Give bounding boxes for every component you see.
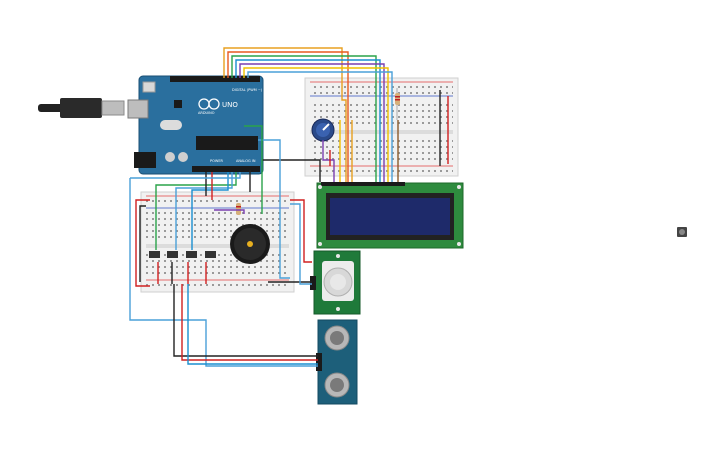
- pushbutton-row: [149, 251, 216, 258]
- arduino-brand-label: ARDUINO: [198, 111, 215, 115]
- power-jack: [134, 152, 156, 168]
- resistor-top[interactable]: [395, 88, 400, 120]
- analog-pins-label: ANALOG IN: [236, 159, 256, 163]
- arduino-model-label: UNO: [222, 101, 238, 109]
- pir-pin-header: [310, 276, 316, 290]
- crystal: [160, 120, 182, 130]
- usb-port: [127, 99, 149, 119]
- pushbutton-1[interactable]: [149, 251, 160, 258]
- digital-header: [170, 76, 260, 82]
- lcd-pin-header: [321, 182, 405, 186]
- capacitor-1: [165, 152, 175, 162]
- potentiometer-knob-icon[interactable]: [311, 118, 335, 142]
- pushbutton-3[interactable]: [186, 251, 197, 258]
- usb-plug-icon: [38, 98, 125, 118]
- smd-chip: [174, 100, 182, 108]
- wires-ultrasonic: [129, 178, 318, 367]
- wires-bottom-breadboard: [130, 125, 321, 287]
- power-analog-header: [192, 166, 260, 172]
- capacitor-2: [178, 152, 188, 162]
- ultrasonic-distance-sensor[interactable]: [316, 319, 358, 405]
- resistor-bottom[interactable]: [236, 203, 241, 215]
- pushbutton-icon[interactable]: [677, 227, 687, 237]
- breadboard-bottom-left[interactable]: [140, 191, 295, 293]
- digital-pins-label: DIGITAL (PWM ~): [232, 88, 263, 92]
- reset-button[interactable]: [142, 81, 156, 93]
- lcd-screen: [330, 198, 450, 235]
- power-pins-label: POWER: [210, 159, 224, 163]
- pushbutton-2[interactable]: [167, 251, 178, 258]
- pir-motion-sensor[interactable]: [310, 250, 361, 315]
- wires-lcd-data: [223, 47, 393, 182]
- wires-top-breadboard: [322, 90, 449, 182]
- ultrasonic-pin-header: [316, 353, 322, 371]
- lcd-16x2-display[interactable]: [316, 182, 464, 249]
- piezo-buzzer-icon[interactable]: [230, 224, 270, 264]
- arduino-uno-board[interactable]: UNO ARDUINO DIGITAL (PWM ~) POWER ANALOG…: [127, 75, 264, 175]
- microcontroller-chip: [196, 136, 258, 150]
- pushbutton-4[interactable]: [205, 251, 216, 258]
